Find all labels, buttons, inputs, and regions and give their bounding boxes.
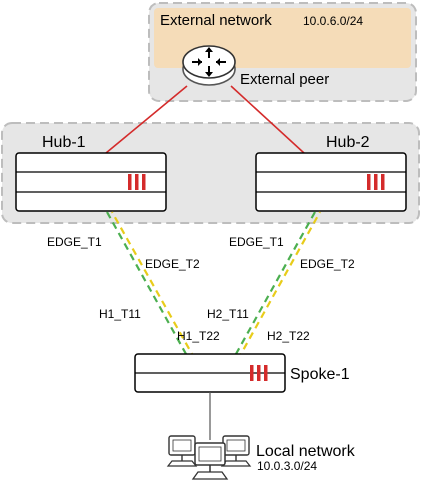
computers-icon: [166, 435, 252, 480]
spoke-1-device: [134, 353, 286, 393]
hub-2-device: [255, 152, 407, 212]
tunnel-hub-1-green: [106, 211, 187, 355]
tunnel-label-hub-2-edge-t1: EDGE_T1: [229, 235, 284, 249]
external-peer-label: External peer: [240, 71, 329, 88]
tunnel-label-h2-t22: H2_T22: [267, 329, 310, 343]
tunnel-label-h1-t11: H1_T11: [99, 307, 141, 321]
local-network-subnet: 10.0.3.0/24: [257, 459, 317, 473]
device-status-stripes-icon: [367, 174, 385, 190]
link-router-hub-2: [230, 85, 305, 154]
tunnel-label-h1-t22: H1_T22: [177, 329, 220, 343]
tunnel-hub-2-green: [235, 211, 316, 355]
local-network-label: Local network: [256, 443, 356, 460]
tunnels-hub-1-spoke: [106, 211, 193, 355]
tunnel-label-h2-t11: H2_T11: [207, 307, 249, 321]
device-status-stripes-icon: [128, 174, 146, 190]
tunnels-hub-2-spoke: [235, 211, 321, 355]
hub-1-device: [15, 152, 167, 212]
tunnel-label-hub-1-edge-t1: EDGE_T1: [47, 235, 102, 249]
router-icon: [182, 45, 236, 86]
tunnel-label-hub-2-edge-t2: EDGE_T2: [300, 257, 355, 271]
tunnel-hub-2-yellow: [240, 211, 321, 355]
tunnel-hub-1-yellow: [111, 211, 193, 355]
external-network-subnet: 10.0.6.0/24: [303, 14, 363, 28]
hub-2-label: Hub-2: [326, 134, 370, 151]
tunnel-label-hub-1-edge-t2: EDGE_T2: [145, 257, 200, 271]
link-router-hub-1: [105, 85, 188, 154]
hub-1-label: Hub-1: [42, 134, 86, 151]
device-status-stripes-icon: [250, 365, 268, 381]
spoke-1-label: Spoke-1: [290, 366, 350, 383]
external-network-title: External network: [160, 12, 272, 29]
